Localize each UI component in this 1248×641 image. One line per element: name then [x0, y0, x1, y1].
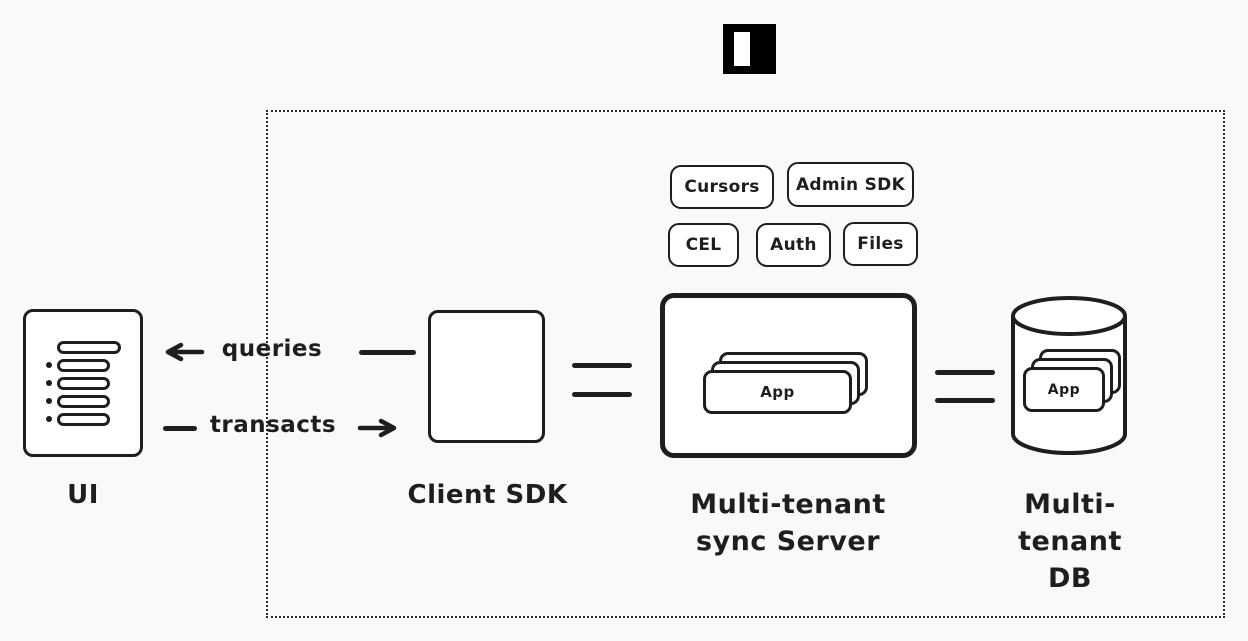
client-sdk-node-label: Client SDK [407, 480, 568, 510]
badge-cel: CEL [668, 223, 739, 267]
badge-auth-label: Auth [770, 235, 817, 255]
transacts-line-segment [163, 426, 197, 431]
db-node: App [1008, 295, 1130, 457]
client-sdk-node [428, 310, 545, 443]
queries-edge-label: queries [221, 336, 323, 362]
boundary-frame [266, 110, 1225, 618]
badge-files-label: Files [857, 234, 904, 254]
queries-arrow-left-icon [165, 342, 205, 362]
db-node-label: Multi-tenant DB [1018, 489, 1122, 594]
list-icon [45, 340, 121, 426]
sync-server-node-label: Multi-tenant sync Server [690, 489, 886, 557]
ui-node-label: UI [67, 480, 99, 510]
transacts-arrow-right-icon [357, 418, 397, 438]
instant-logo [723, 24, 776, 74]
badge-cel-label: CEL [685, 235, 722, 255]
ui-node [23, 309, 143, 457]
badge-files: Files [843, 222, 918, 266]
badge-cursors-label: Cursors [684, 177, 760, 197]
transacts-edge-label: transacts [209, 412, 337, 438]
sync-server-node: App [660, 293, 917, 458]
app-card-front: App [1023, 367, 1105, 412]
badge-admin-sdk-label: Admin SDK [795, 174, 906, 195]
instant-logo-bar [734, 32, 750, 66]
badge-admin-sdk: Admin SDK [787, 162, 914, 207]
app-card-label: App [760, 383, 795, 401]
badge-auth: Auth [756, 223, 831, 267]
queries-line-segment [359, 350, 416, 355]
app-card-label: App [1047, 381, 1081, 398]
app-card-front: App [703, 370, 852, 414]
badge-cursors: Cursors [670, 165, 774, 209]
